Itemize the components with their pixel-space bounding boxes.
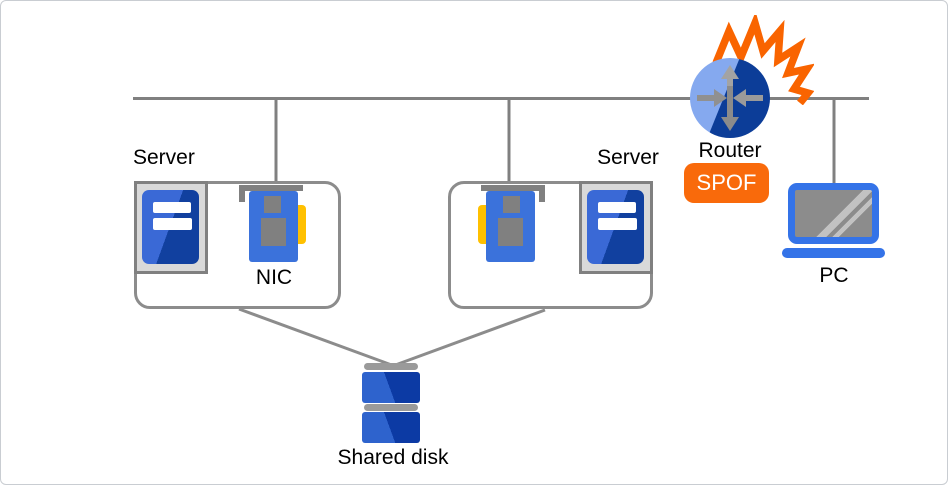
nic-chip-small xyxy=(503,196,520,213)
server-slot xyxy=(598,218,637,230)
server-left-label: Server xyxy=(133,146,195,169)
spof-badge: SPOF xyxy=(684,163,769,203)
server-tower xyxy=(142,190,199,264)
shared-disk-label: Shared disk xyxy=(337,446,449,469)
server-slot xyxy=(598,202,636,213)
disk-link-right xyxy=(393,308,546,367)
nic-chip-large xyxy=(261,218,286,246)
server-icon-left xyxy=(134,181,208,274)
disk-cap xyxy=(364,404,418,411)
server-icon-right xyxy=(579,181,653,274)
nic-bracket xyxy=(239,185,303,191)
server-right-label: Server xyxy=(597,146,659,169)
nic-bracket xyxy=(539,185,545,202)
server-slot xyxy=(153,202,191,213)
router-icon xyxy=(690,58,770,138)
nic-label: NIC xyxy=(255,266,293,289)
nic-bracket xyxy=(239,185,245,202)
disk-link-left xyxy=(238,307,394,367)
pc-label: PC xyxy=(819,264,849,287)
nic-icon-right xyxy=(478,184,545,264)
router-label: Router xyxy=(698,139,762,162)
disk-platter xyxy=(362,412,420,443)
laptop-base xyxy=(782,248,885,258)
disk-platter xyxy=(362,372,420,403)
shared-disk-icon xyxy=(362,362,420,443)
laptop-icon xyxy=(782,183,885,258)
disk-cap xyxy=(364,363,418,370)
laptop-screen xyxy=(788,183,879,244)
nic-icon-left xyxy=(239,184,306,264)
nic-chip-large xyxy=(498,218,523,246)
server-tower xyxy=(587,190,644,264)
server-slot xyxy=(153,218,192,230)
explosion-icon xyxy=(712,15,814,105)
router-arrows-icon xyxy=(697,65,763,131)
nic-chip-small xyxy=(264,196,281,213)
